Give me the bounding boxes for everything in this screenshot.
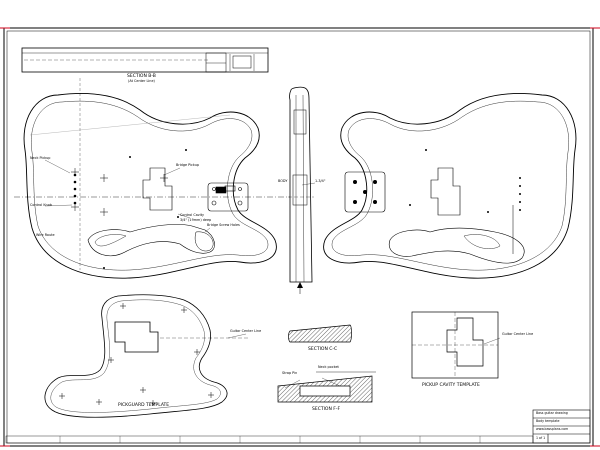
wire-route-label: Wire Route [36,233,55,237]
pickup-cavity-template [411,311,499,379]
body-depth-label-right: 1-3/4" [315,179,326,183]
body-side-view [288,86,314,283]
pickup-center-line-label: Guitar Center Line [502,332,534,336]
neck-pickup-label: Neck Pickup [30,156,51,160]
right-body-holes [353,149,521,213]
pickguard-center-line-label: Guitar Center Line [230,329,262,333]
section-bb-title: SECTION B-B [127,74,156,79]
left-body-holes [73,149,187,269]
title-block-line2: Body template [536,419,560,423]
section-bb-profile [21,47,269,73]
neck-pocket-label: Neck pocket [318,365,339,369]
left-body-crosshairs [71,168,168,216]
control-cavity-label: Control Cavity [180,213,205,217]
title-block [5,409,591,444]
control-knob-label: Control Knob [30,203,52,207]
control-cavity-depth: 3/4" (19mm) deep [180,218,212,222]
bridge-screw-label: Bridge Screw Holes [207,223,240,227]
bridge-pickup-label: Bridge Pickup [176,163,200,167]
section-ff-profile [277,371,376,403]
corner-marks [0,27,600,447]
title-block-line1: Bass guitar drawing [536,411,568,415]
body-depth-label-left: BODY [278,179,288,183]
sheet-border [3,27,594,447]
pickguard-outline [44,294,250,418]
section-bb-subtitle: (At Center Line) [128,79,155,83]
title-block-sheet: 1 of 1 [536,436,546,440]
pickguard-screw-marks [59,303,214,406]
strap-pin-label: Strap Pin [282,371,298,375]
ruler-ticks [59,436,481,443]
leader-lines [44,159,501,389]
body-right-outline [323,93,577,279]
title-block-line3: www.bassplans.com [536,427,569,431]
section-cc-title: SECTION C-C [308,347,338,352]
section-ff-title: SECTION F-F [312,407,341,412]
pickguard-template-title: PICKGUARD TEMPLATE [118,403,170,408]
pickup-cavity-template-title: PICKUP CAVITY TEMPLATE [422,383,480,388]
left-body-cavities [87,167,249,256]
section-cc-profile [288,324,352,343]
side-view-arrows [297,282,303,294]
body-left-outline [14,78,290,279]
right-body-cavities [344,167,525,264]
